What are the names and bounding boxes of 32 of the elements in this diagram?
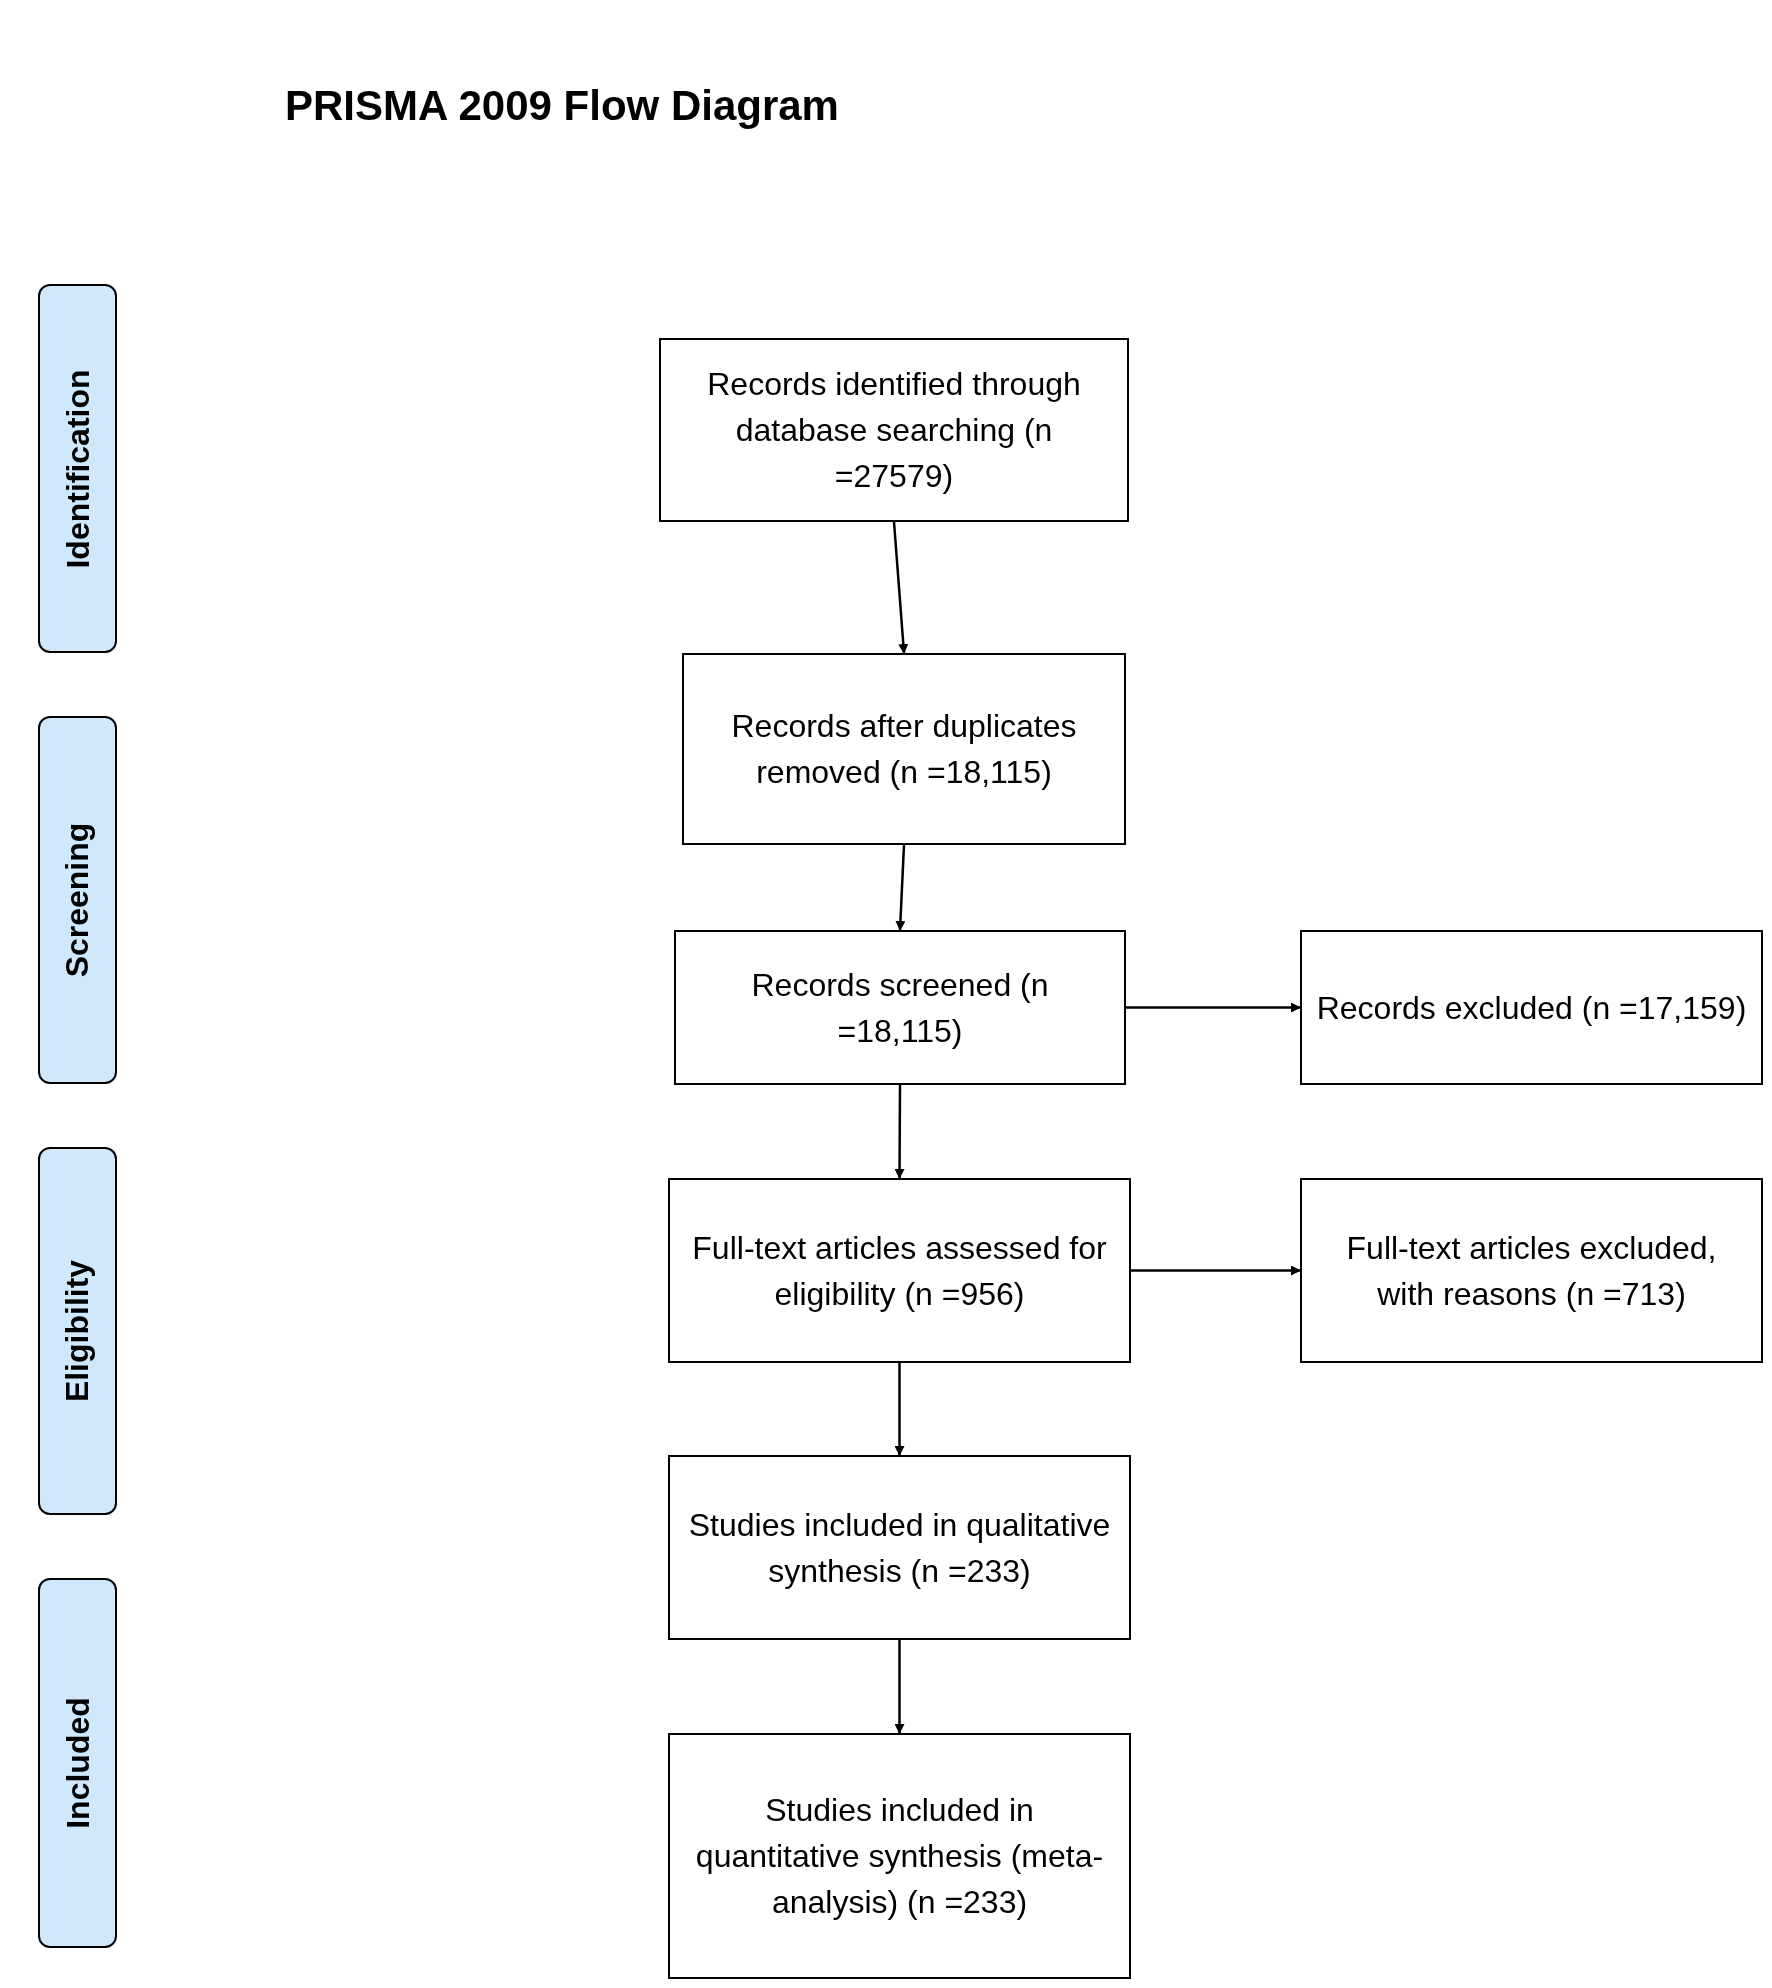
- box-text: Records identified through database searching (n =27579): [706, 365, 1082, 496]
- box-text: Records screened (n =18,115): [750, 965, 1050, 1051]
- phase-band: [38, 1147, 117, 1515]
- process-box: [674, 930, 1126, 1085]
- process-box: [659, 338, 1129, 522]
- phase-band: [38, 1578, 117, 1948]
- phase-label: Included: [58, 1697, 97, 1829]
- phase-band: [38, 284, 117, 653]
- arrow: [894, 1085, 905, 1179]
- arrow: [894, 1363, 905, 1456]
- arrow: [894, 1640, 905, 1734]
- process-box: [668, 1733, 1131, 1979]
- box-text: Records excluded (n =17,159): [1316, 988, 1747, 1028]
- process-box: [668, 1455, 1131, 1640]
- box-text: Full-text articles excluded, with reasons (n =713): [1345, 1228, 1718, 1314]
- box-text: Records after duplicates removed (n =18,115): [730, 707, 1078, 792]
- phase-label: Screening: [58, 822, 97, 978]
- process-box: [1300, 930, 1763, 1085]
- arrow: [895, 844, 906, 931]
- box-text: Full-text articles assessed for eligibility (n =956): [691, 1228, 1108, 1314]
- process-box: [1300, 1178, 1763, 1363]
- arrow: [1131, 1265, 1301, 1276]
- box-text: Studies included in quantitative synthesis (meta-analysis) (n =233): [694, 1791, 1105, 1922]
- arrow: [892, 521, 909, 654]
- diagram-title: PRISMA 2009 Flow Diagram: [285, 81, 839, 131]
- process-box: [668, 1178, 1131, 1363]
- arrow: [1126, 1002, 1301, 1013]
- box-text: Studies included in qualitative synthesis (n =233): [687, 1505, 1112, 1591]
- phase-label: Identification: [58, 368, 97, 569]
- phase-label: Eligibility: [58, 1259, 97, 1403]
- process-box: [682, 653, 1126, 845]
- phase-band: [38, 716, 117, 1084]
